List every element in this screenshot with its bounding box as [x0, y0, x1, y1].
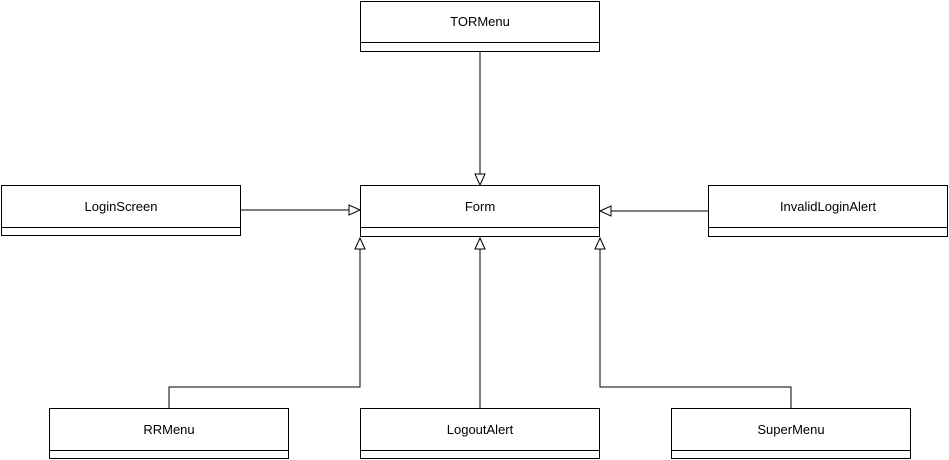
- arrowhead-icon: [348, 204, 362, 216]
- edge-loginscreen-form[interactable]: [241, 204, 362, 216]
- class-name-invalidloginalert: InvalidLoginAlert: [780, 199, 877, 214]
- edge-rrmenu-form[interactable]: [168, 236, 366, 408]
- class-tormenu[interactable]: TORMenu: [360, 1, 600, 52]
- class-invalidloginalert[interactable]: InvalidLoginAlert: [708, 185, 948, 237]
- class-loginscreen[interactable]: LoginScreen: [1, 185, 241, 236]
- class-name-tormenu: TORMenu: [450, 14, 510, 29]
- class-logoutalert[interactable]: LogoutAlert: [360, 408, 600, 459]
- arrowhead-icon: [594, 236, 606, 250]
- class-name-loginscreen: LoginScreen: [85, 199, 158, 214]
- class-name-rrmenu: RRMenu: [143, 422, 194, 437]
- generalization-edges: [168, 52, 792, 408]
- arrowhead-icon: [354, 236, 366, 250]
- edge-supermenu-form[interactable]: [594, 236, 792, 408]
- edge-invalidloginalert-form[interactable]: [598, 205, 708, 217]
- class-supermenu[interactable]: SuperMenu: [671, 408, 911, 459]
- arrowhead-icon: [598, 205, 612, 217]
- class-name-supermenu: SuperMenu: [757, 422, 824, 437]
- class-rrmenu[interactable]: RRMenu: [49, 408, 289, 459]
- arrowhead-icon: [474, 173, 486, 187]
- edge-tormenu-form[interactable]: [474, 52, 486, 187]
- class-name-logoutalert: LogoutAlert: [447, 422, 514, 437]
- edge-logoutalert-form[interactable]: [474, 236, 486, 408]
- arrowhead-icon: [474, 236, 486, 250]
- class-form[interactable]: Form: [360, 185, 600, 237]
- class-name-form: Form: [465, 199, 495, 214]
